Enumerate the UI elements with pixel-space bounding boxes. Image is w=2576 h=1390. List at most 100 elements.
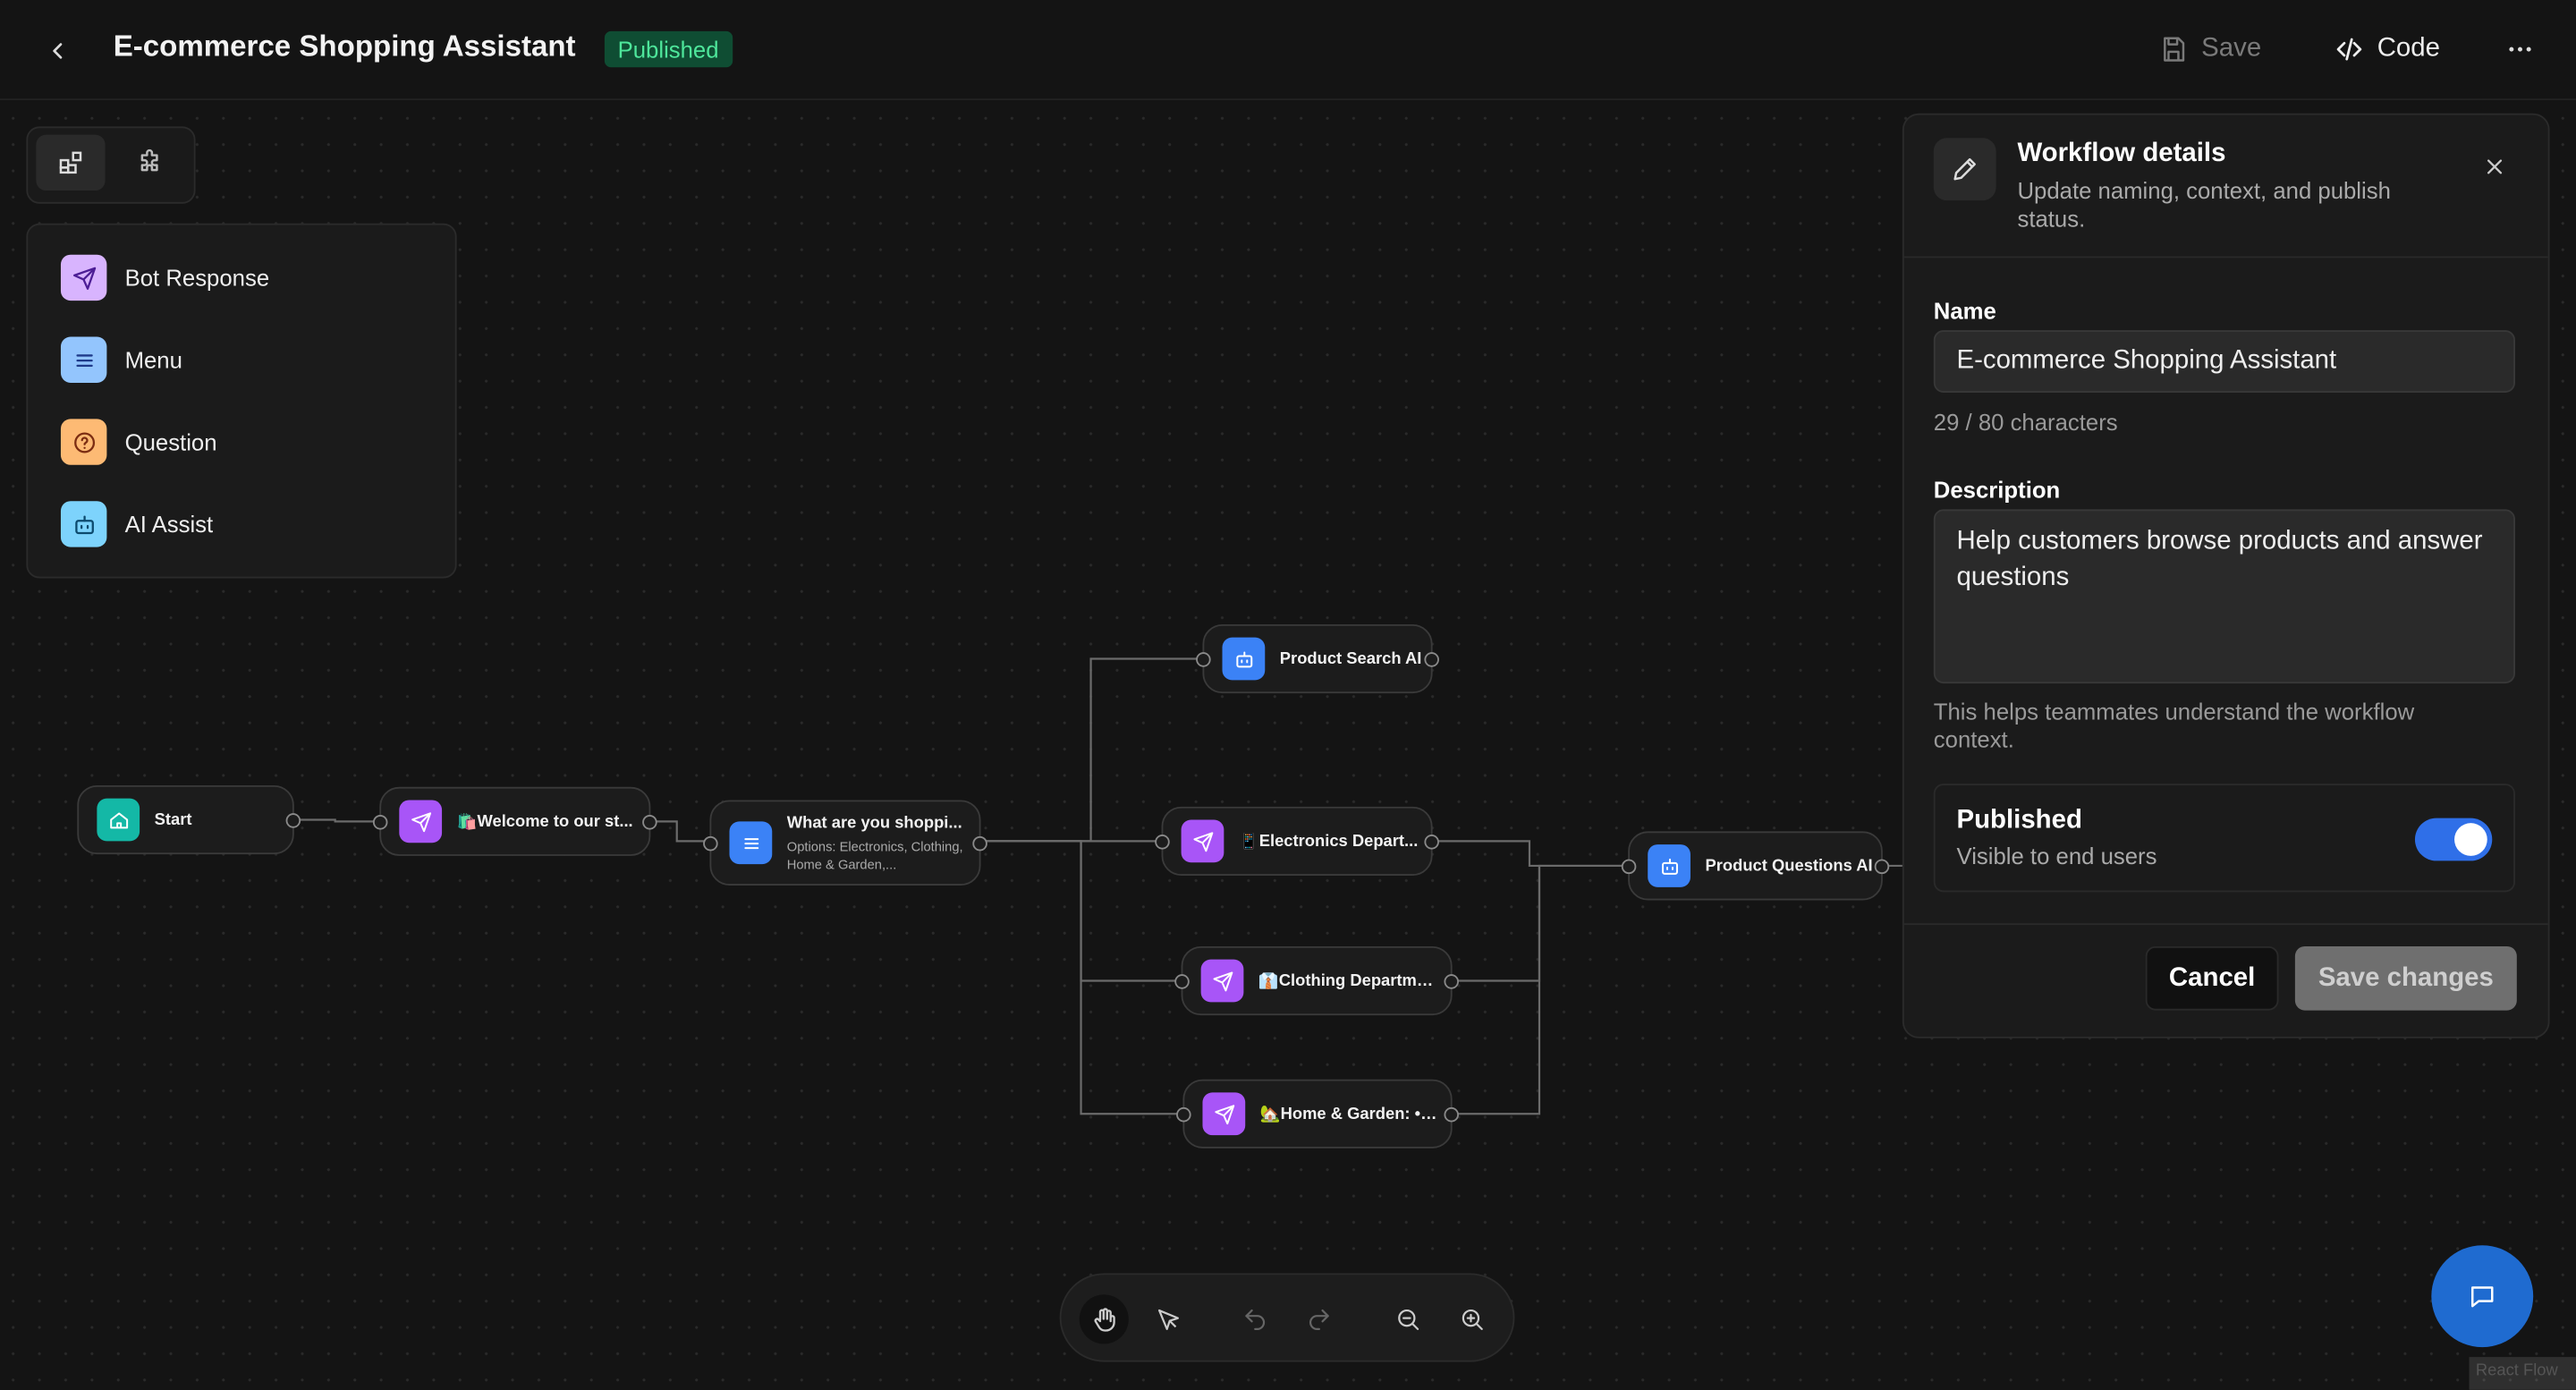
undo-icon <box>1245 1309 1266 1330</box>
chat-button[interactable] <box>2431 1245 2534 1348</box>
list-icon <box>60 336 107 383</box>
node-label: Product Questions AI <box>1705 856 1873 876</box>
name-input[interactable]: E-commerce Shopping Assistant <box>1933 330 2515 393</box>
flow-node-clothing[interactable]: 👔Clothing Departme... <box>1174 945 1459 1016</box>
description-textarea[interactable]: Help customers browse products and answe… <box>1933 509 2515 684</box>
close-icon <box>2487 158 2502 174</box>
send-icon <box>1200 959 1244 1003</box>
edge-menu-home-garden <box>980 840 1183 1115</box>
panel-footer-divider <box>1903 923 2548 926</box>
cancel-button[interactable]: Cancel <box>2145 945 2279 1011</box>
pan-tool-button[interactable] <box>1079 1294 1129 1344</box>
redo-button[interactable] <box>1294 1294 1343 1343</box>
node-handle-out[interactable] <box>1424 834 1439 849</box>
undo-button[interactable] <box>1231 1294 1280 1343</box>
home-icon <box>97 798 140 842</box>
hand-icon <box>1093 1307 1114 1331</box>
zoom-in-icon <box>1462 1309 1483 1330</box>
list-icon <box>729 821 773 865</box>
flow-node-product-search[interactable]: Product Search AI <box>1196 623 1439 694</box>
select-tool-button[interactable] <box>1143 1294 1192 1343</box>
message-square-icon <box>2470 1286 2494 1308</box>
node-handle-out[interactable] <box>1444 1106 1459 1122</box>
save-button[interactable]: Save <box>2158 30 2261 69</box>
published-subtitle: Visible to end users <box>1956 843 2157 869</box>
code-button[interactable]: Code <box>2334 30 2440 69</box>
react-flow-attribution[interactable]: React Flow <box>2475 1361 2558 1380</box>
edge-welcome-menu <box>650 820 710 843</box>
flow-node-menu[interactable]: What are you shoppi... Options: Electron… <box>703 800 987 886</box>
integrations-mode-button[interactable] <box>115 135 184 191</box>
edge-start-welcome <box>292 818 380 823</box>
published-setting: Published Visible to end users <box>1933 784 2515 893</box>
node-handle-out[interactable] <box>1444 973 1459 988</box>
more-options-button[interactable] <box>2500 30 2539 69</box>
node-label: 👔Clothing Departme... <box>1258 971 1439 990</box>
blocks-mode-button[interactable] <box>36 134 106 191</box>
node-handle-out[interactable] <box>642 814 657 829</box>
node-label: What are you shoppi... <box>786 815 962 834</box>
node-label: Start <box>154 810 192 829</box>
code-label: Code <box>2377 34 2440 63</box>
palette-item-menu[interactable]: Menu <box>60 335 182 385</box>
node-label: 🛍️Welcome to our st... <box>456 812 633 831</box>
node-handle-in[interactable] <box>1196 651 1211 666</box>
chevron-left-icon <box>53 43 63 59</box>
published-toggle[interactable] <box>2414 818 2493 861</box>
node-handle-in[interactable] <box>1174 973 1190 988</box>
zoom-out-icon <box>1398 1309 1419 1330</box>
palette-item-ai-assist[interactable]: AI Assist <box>60 499 214 548</box>
node-handle-out[interactable] <box>972 835 987 851</box>
blocks-icon <box>59 151 82 174</box>
mode-switch <box>26 126 196 204</box>
save-icon <box>2164 37 2185 62</box>
help-circle-icon <box>60 419 107 465</box>
zoom-in-button[interactable] <box>1447 1294 1496 1343</box>
palette-item-bot-response[interactable]: Bot Response <box>60 253 270 302</box>
node-handle-in[interactable] <box>1155 834 1170 849</box>
node-handle-in[interactable] <box>1176 1106 1191 1122</box>
edge-electronics-questions <box>1432 840 1629 868</box>
flow-node-home-garden[interactable]: 🏡Home & Garden: • ... <box>1176 1079 1459 1148</box>
puzzle-icon <box>140 148 158 172</box>
top-bar: E-commerce Shopping Assistant Published … <box>0 0 2576 101</box>
code-icon <box>2336 38 2362 61</box>
close-panel-button[interactable] <box>2476 148 2512 183</box>
node-palette: Bot Response Menu Question AI Assist <box>26 223 457 579</box>
char-count: 29 / 80 characters <box>1933 409 2118 436</box>
palette-item-label: Question <box>124 428 217 455</box>
flow-node-welcome[interactable]: 🛍️Welcome to our st... <box>372 786 657 856</box>
save-changes-button[interactable]: Save changes <box>2294 945 2517 1011</box>
status-badge: Published <box>604 30 733 68</box>
palette-item-label: Menu <box>124 346 182 373</box>
bot-icon <box>1222 637 1266 681</box>
bot-icon <box>60 501 107 547</box>
canvas-controls <box>1059 1273 1515 1362</box>
edge-home-garden-questions <box>1452 865 1541 1115</box>
zoom-out-button[interactable] <box>1384 1294 1433 1343</box>
node-handle-out[interactable] <box>1424 651 1439 666</box>
more-horizontal-icon <box>2509 47 2531 52</box>
send-icon <box>399 800 443 843</box>
palette-item-question[interactable]: Question <box>60 418 217 467</box>
redo-icon <box>1309 1309 1329 1330</box>
palette-item-label: AI Assist <box>124 511 214 538</box>
node-handle-in[interactable] <box>1621 858 1637 874</box>
node-handle-in[interactable] <box>372 814 388 829</box>
node-handle-out[interactable] <box>285 812 301 827</box>
published-title: Published <box>1956 806 2082 835</box>
workflow-details-panel: Workflow details Update naming, context,… <box>1902 113 2550 1038</box>
flow-node-start[interactable]: Start <box>77 784 301 855</box>
name-label: Name <box>1933 297 1996 324</box>
send-icon <box>60 254 107 301</box>
toggle-knob <box>2454 823 2487 856</box>
panel-divider <box>1903 256 2548 259</box>
node-handle-out[interactable] <box>1874 858 1890 874</box>
back-button[interactable] <box>36 30 79 72</box>
palette-item-label: Bot Response <box>124 264 270 292</box>
flow-node-electronics[interactable]: 📱Electronics Depart... <box>1155 806 1439 876</box>
node-handle-in[interactable] <box>703 835 718 851</box>
flow-node-product-questions[interactable]: Product Questions AI <box>1621 831 1890 901</box>
